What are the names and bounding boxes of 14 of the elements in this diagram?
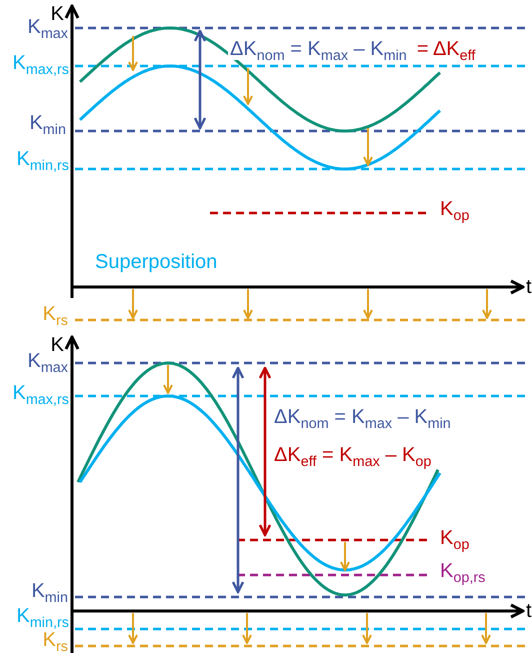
level-label: K$_{rs}$ — [42, 629, 68, 651]
axis-label: t — [526, 600, 532, 622]
heading-text: Superposition — [95, 251, 218, 273]
level-label: K$_{min}$ — [29, 112, 66, 134]
level-label: K$_{min}$ — [31, 580, 68, 602]
level-label: K$_{rs}$ — [42, 303, 68, 325]
formula-text: ΔK$_{nom}$ = K$_{max}$ – K$_{min}$ — [272, 406, 453, 428]
level-label: K$_{min,rs}$ — [16, 148, 69, 170]
formula-text: = ΔK$_{eff}$ — [414, 38, 478, 60]
level-label: K$_{max,rs}$ — [12, 382, 69, 404]
level-label: K$_{min,rs}$ — [16, 605, 69, 627]
axis-label: t — [526, 276, 532, 298]
level-label: K$_{max,rs}$ — [12, 52, 69, 74]
formula-text: ΔK$_{nom}$ = K$_{max}$ – K$_{min}$ — [228, 38, 409, 60]
